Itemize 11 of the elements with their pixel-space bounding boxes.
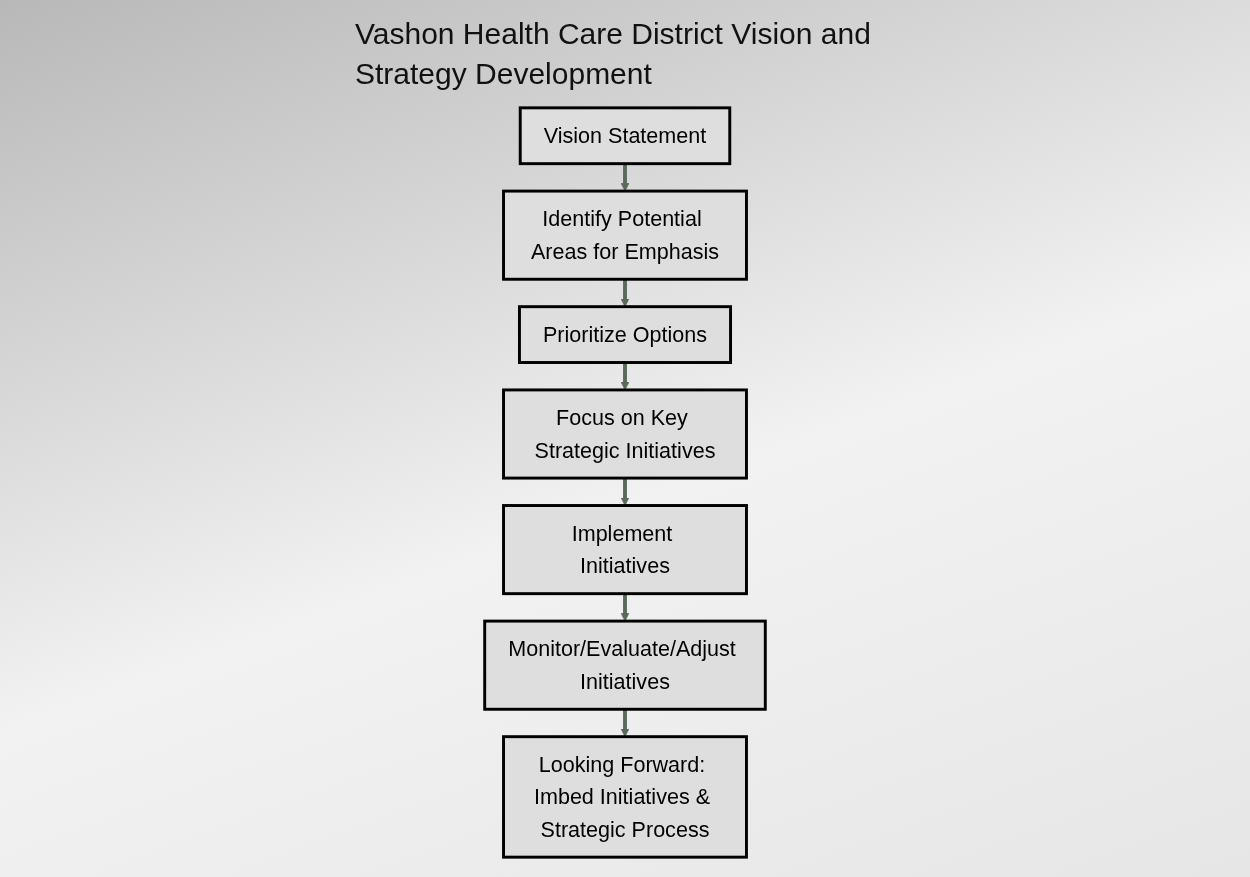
arrow [620, 163, 630, 192]
node-box: Looking Forward: Imbed Initiatives & Strategic Process [502, 735, 748, 859]
node-box: Vision Statement [518, 106, 732, 166]
diagram-title: Vashon Health Care District Vision and Strategy Development [355, 16, 872, 92]
node-box: Prioritize Options [518, 305, 732, 364]
arrow [620, 478, 630, 506]
arrow [620, 593, 630, 622]
node-box: Focus on Key Strategic Initiatives [502, 388, 748, 480]
node-box: Monitor/Evaluate/Adjust Initiatives [483, 619, 767, 711]
node-box: Identify Potential Areas for Emphasis [502, 189, 748, 281]
node-box: Implement Initiatives [502, 504, 748, 596]
